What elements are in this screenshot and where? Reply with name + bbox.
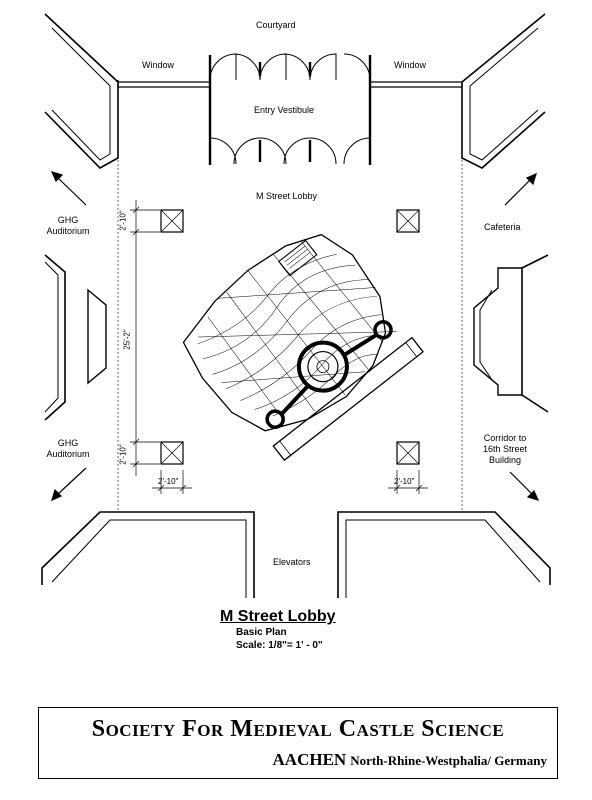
plan-subtitle: Basic Plan	[236, 627, 287, 638]
ghg-auditorium-bottom-label: GHG Auditorium	[46, 438, 90, 459]
region-name: North-Rhine-Westphalia/ Germany	[350, 753, 547, 768]
pillar-bottom-left	[160, 441, 184, 465]
arrow-ghg-top	[50, 171, 87, 206]
organization-name: Society For Medieval Castle Science	[91, 716, 505, 742]
pillar-bottom-right	[396, 441, 420, 465]
plan-title: M Street Lobby	[220, 608, 336, 625]
courtyard-label: Courtyard	[256, 20, 296, 30]
dim-bottom-pillar-offset: 2'-10"	[118, 444, 128, 465]
lobby-label: M Street Lobby	[256, 191, 318, 201]
window-wall-right	[370, 81, 462, 88]
title-block: M Street Lobby Basic Plan Scale: 1/8"= 1…	[220, 608, 420, 652]
lobby-boundary	[117, 160, 463, 510]
floor-plan	[41, 13, 551, 598]
wall-bottom-right	[337, 511, 551, 598]
window-wall-left	[117, 80, 210, 89]
chapel	[278, 239, 318, 277]
dim-bottom-left-width: 2'-10"	[158, 477, 179, 486]
wall-top-right	[461, 13, 546, 169]
wall-right	[521, 254, 549, 413]
window-label-right: Window	[394, 60, 427, 70]
entry-vestibule-label: Entry Vestibule	[254, 105, 315, 115]
arrow-ghg-bottom	[51, 467, 87, 502]
arrow-cafeteria	[504, 172, 537, 206]
ramp-left	[87, 288, 107, 385]
wall-top-left	[44, 13, 119, 169]
organization-banner: Society For Medieval Castle Science AACH…	[38, 707, 558, 779]
dim-overall-height: 25'-2"	[122, 329, 132, 350]
wall-bottom-left	[41, 511, 255, 598]
pillar-top-right	[396, 209, 420, 233]
central-tower	[296, 340, 349, 393]
city-name: AACHEN	[272, 750, 347, 769]
castle-model	[182, 233, 424, 462]
wall-left	[44, 254, 66, 421]
arrow-corridor	[509, 471, 540, 501]
elevators-label: Elevators	[273, 557, 311, 567]
vestibule-doors	[209, 53, 371, 165]
window-label-left: Window	[142, 60, 175, 70]
dim-top-pillar-offset: 2'-10"	[118, 210, 128, 231]
ghg-auditorium-top-label: GHG Auditorium	[46, 215, 90, 236]
entry-vestibule-walls	[208, 55, 372, 165]
plan-scale: Scale: 1/8"= 1' - 0"	[236, 640, 323, 651]
pillar-top-left	[160, 209, 184, 233]
model-outline	[182, 233, 387, 432]
model-base	[272, 336, 424, 462]
cafeteria-label: Cafeteria	[484, 222, 521, 232]
corridor-label: Corridor to 16th Street Building	[482, 433, 528, 465]
dim-bottom-right-width: 2'-10"	[394, 477, 415, 486]
